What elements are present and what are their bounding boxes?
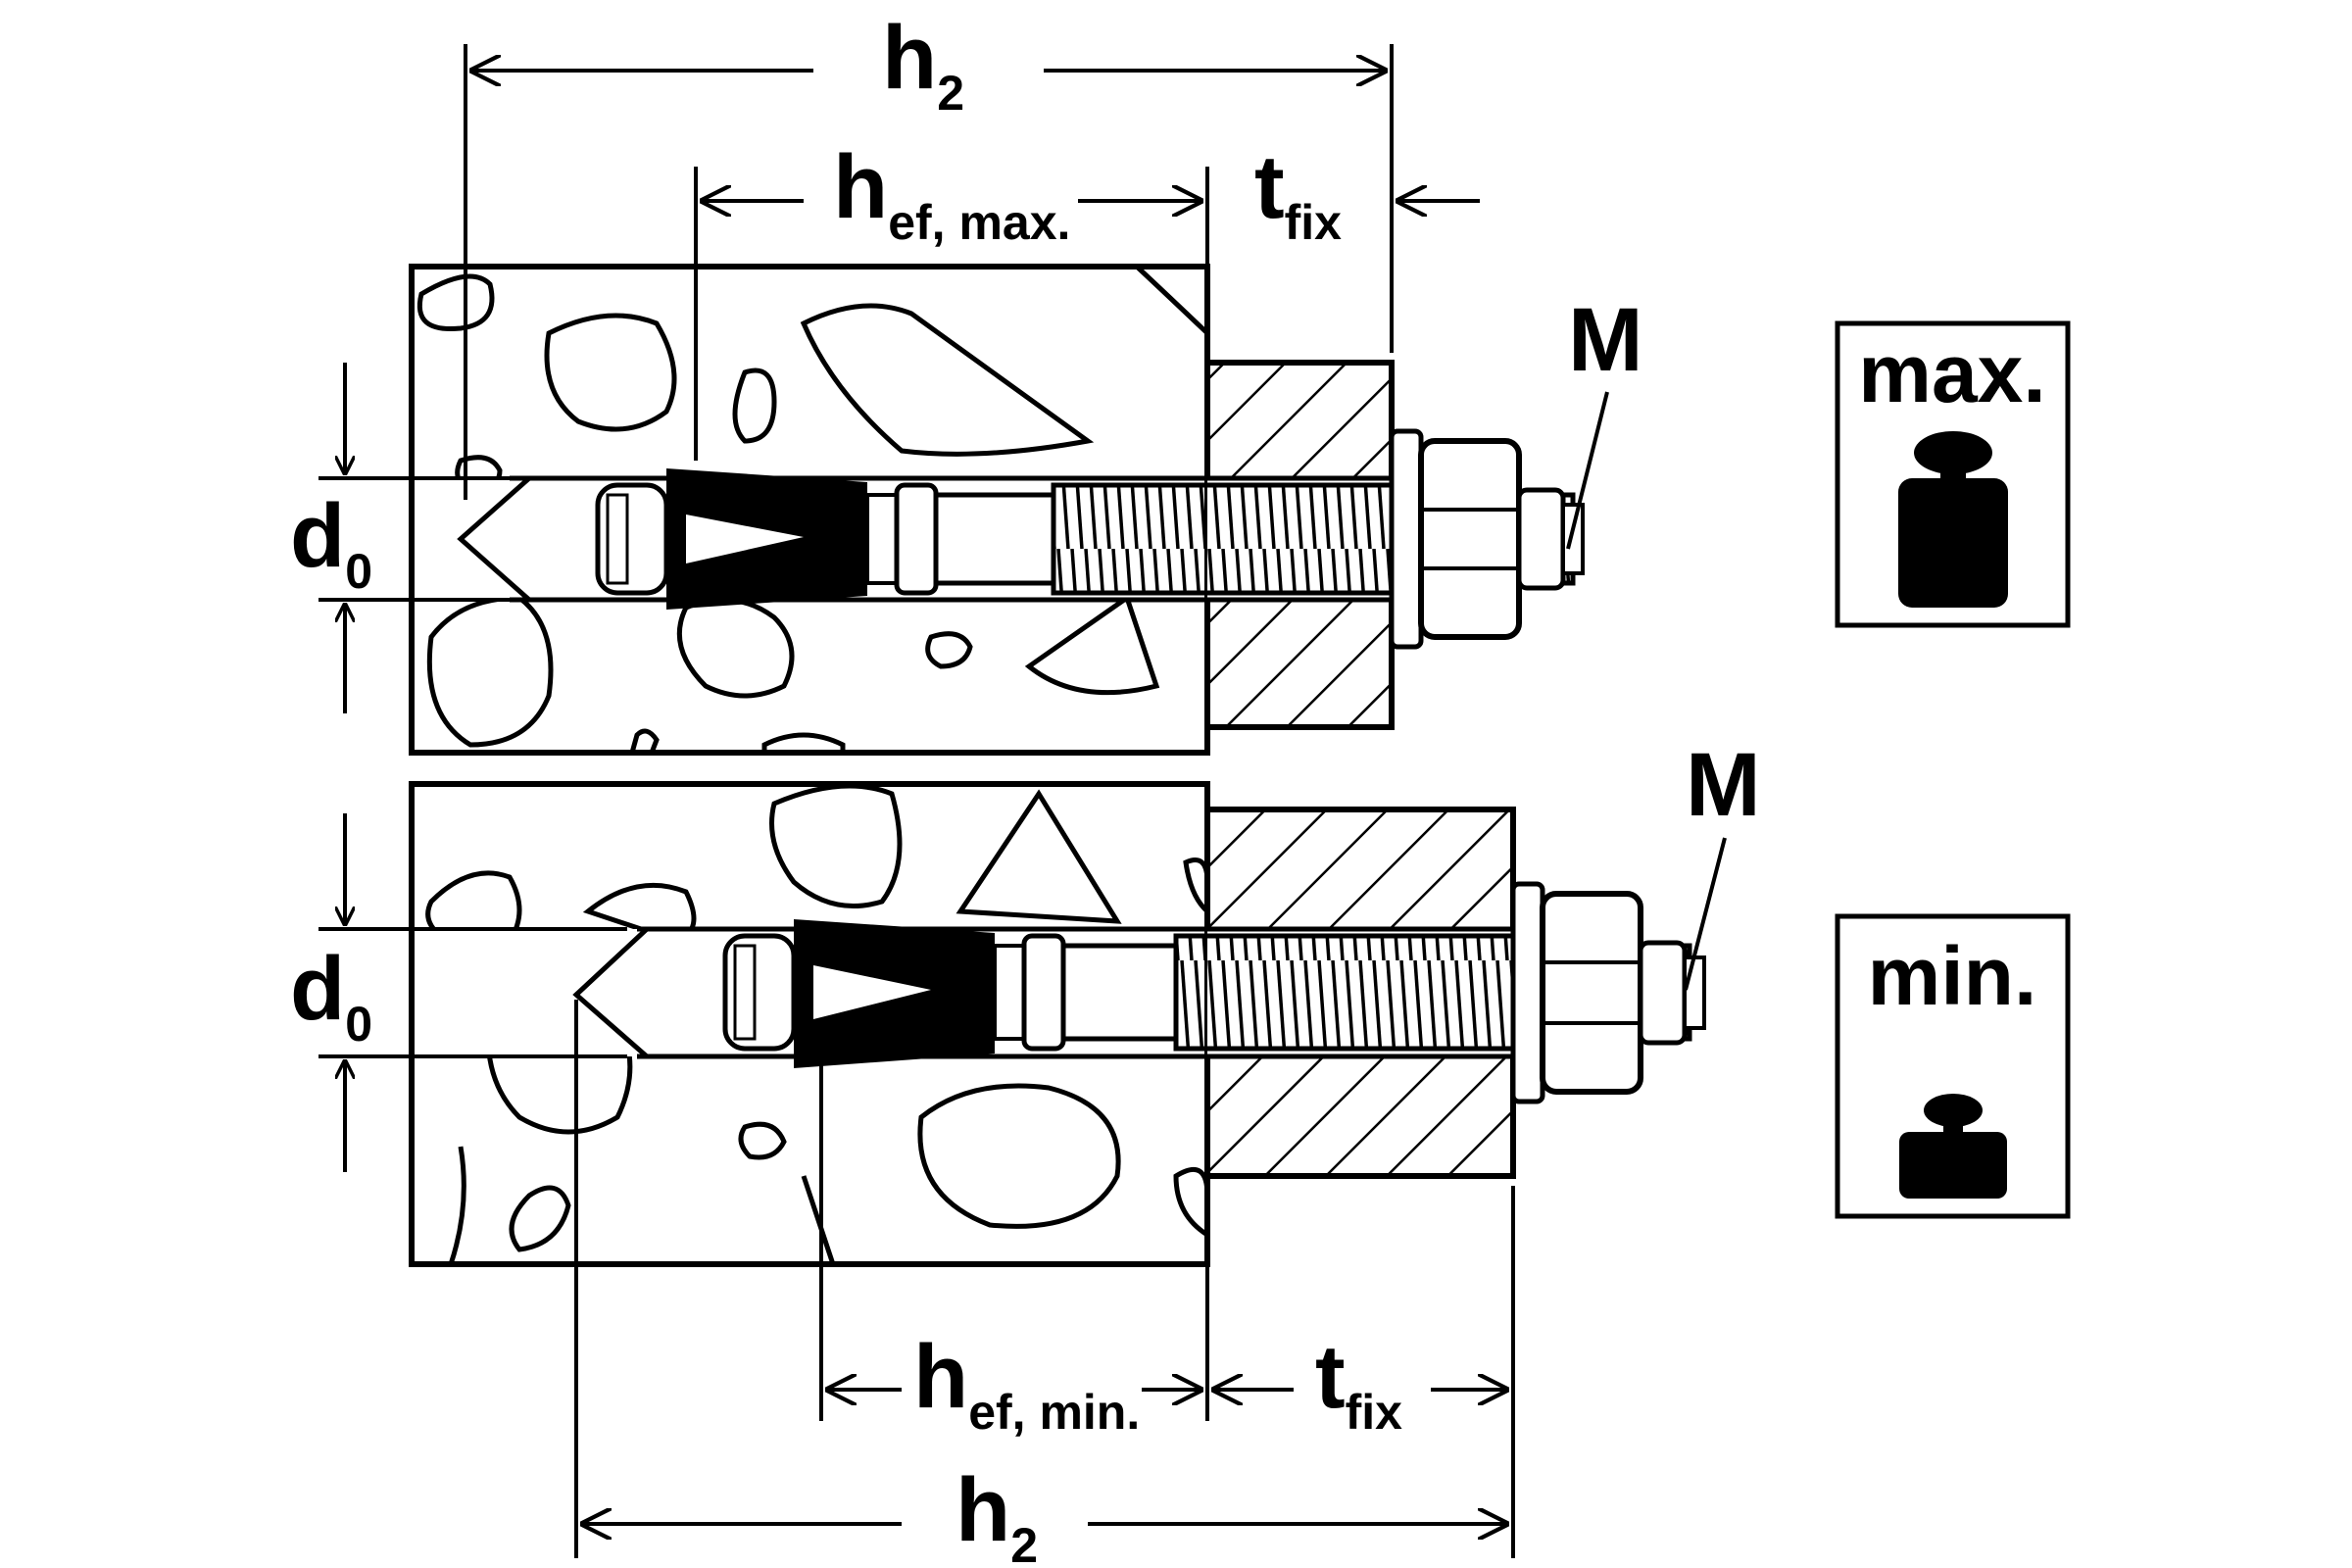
washer-top <box>1389 428 1424 650</box>
washer-bottom <box>1510 881 1545 1104</box>
hex-nut-top <box>1418 438 1522 640</box>
load-box-max: max. <box>1835 320 2071 628</box>
dim-tfix-bottom: tfix <box>1315 1327 1402 1440</box>
load-box-min: min. <box>1835 913 2071 1219</box>
anchor-bolt-bottom <box>722 881 1706 1104</box>
top-assembly: h2 hef, max. tfix d0 M max. <box>290 8 2071 756</box>
anchor-bolt-top <box>595 428 1585 650</box>
thread-label-bottom: M <box>1686 735 1761 835</box>
dim-hef-min: hef, min. <box>913 1327 1140 1440</box>
load-label-min: min. <box>1868 930 2037 1022</box>
dim-tfix-top: tfix <box>1254 137 1342 250</box>
weight-icon <box>1898 431 2008 608</box>
dimensions-bottom <box>318 813 1727 1558</box>
threaded-shank-bottom <box>1173 933 1516 1052</box>
dim-h2-bottom: h2 <box>956 1460 1038 1568</box>
drill-tip-bottom <box>572 927 649 1058</box>
drill-tip-top <box>457 476 531 602</box>
load-label-max: max. <box>1858 327 2045 419</box>
dim-d0-top: d0 <box>290 486 372 599</box>
aggregate-stones-bottom <box>425 783 1210 1265</box>
hex-nut-bottom <box>1540 891 1643 1095</box>
dimensions-top <box>318 44 1609 713</box>
thread-label-top: M <box>1568 290 1643 390</box>
weight-icon <box>1899 1094 2007 1199</box>
dim-d0-bottom: d0 <box>290 939 372 1052</box>
dim-hef-max: hef, max. <box>833 137 1070 250</box>
threaded-shank-top <box>1051 482 1395 596</box>
dim-h2-top: h2 <box>882 8 964 121</box>
bottom-assembly: d0 hef, min. tfix h2 M min. <box>290 735 2071 1568</box>
